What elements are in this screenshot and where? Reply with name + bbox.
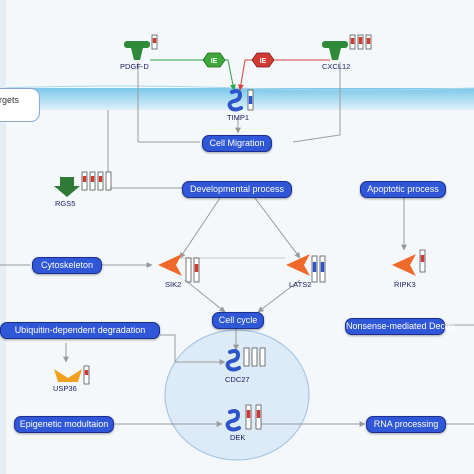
ripk3-kinase-icon xyxy=(392,254,416,276)
dek-protein-icon xyxy=(225,409,241,432)
sik2-kinase-icon xyxy=(158,254,182,276)
process-apoptotic[interactable]: Apoptotic process xyxy=(360,181,446,198)
gene-label-dek: DEK xyxy=(230,433,246,442)
legend-box: rgets xyxy=(0,88,40,122)
expression-bars xyxy=(81,34,426,430)
process-epigenetic[interactable]: Epigenetic modultaion xyxy=(14,416,114,433)
usp36-enzyme-icon xyxy=(54,369,82,382)
extracellular-badge: IE xyxy=(251,52,275,68)
gene-label-cxcl12: CXCL12 xyxy=(322,62,351,71)
process-cell-cycle[interactable]: Cell cycle xyxy=(212,312,264,329)
process-cell-migration[interactable]: Cell Migration xyxy=(202,135,272,152)
rgs5-protein-icon xyxy=(54,177,80,197)
expression-badge: IE xyxy=(202,52,226,68)
process-developmental[interactable]: Developmental process xyxy=(182,181,292,198)
cxcl12-ligand-icon xyxy=(322,41,348,60)
process-cytoskeleton[interactable]: Cytoskeleton xyxy=(32,257,102,274)
gene-label-lats2: LATS2 xyxy=(289,280,312,289)
lats2-kinase-icon xyxy=(286,254,310,276)
gene-label-usp36: USP36 xyxy=(53,384,77,393)
svg-text:IE: IE xyxy=(260,58,267,65)
timp1-protein-icon xyxy=(227,89,243,112)
gene-label-sik2: SIK2 xyxy=(165,280,182,289)
gene-label-timp1: TIMP1 xyxy=(227,113,250,122)
process-rna-processing[interactable]: RNA processing xyxy=(366,416,446,433)
cdc27-protein-icon xyxy=(225,349,241,372)
legend-label: rgets xyxy=(0,95,20,105)
process-nonsense-mediated-decay[interactable]: Nonsense-mediated Decay xyxy=(345,318,455,335)
process-ubiquitin-degradation[interactable]: Ubiquitin-dependent degradation xyxy=(0,322,160,339)
gene-label-rgs5: RGS5 xyxy=(55,199,76,208)
gene-label-ripk3: RIPK3 xyxy=(394,280,416,289)
svg-text:IE: IE xyxy=(211,58,218,65)
gene-label-cdc27: CDC27 xyxy=(225,375,250,384)
pdgfd-ligand-icon xyxy=(124,41,150,60)
gene-label-pdgfd: PDGF-D xyxy=(120,62,149,71)
